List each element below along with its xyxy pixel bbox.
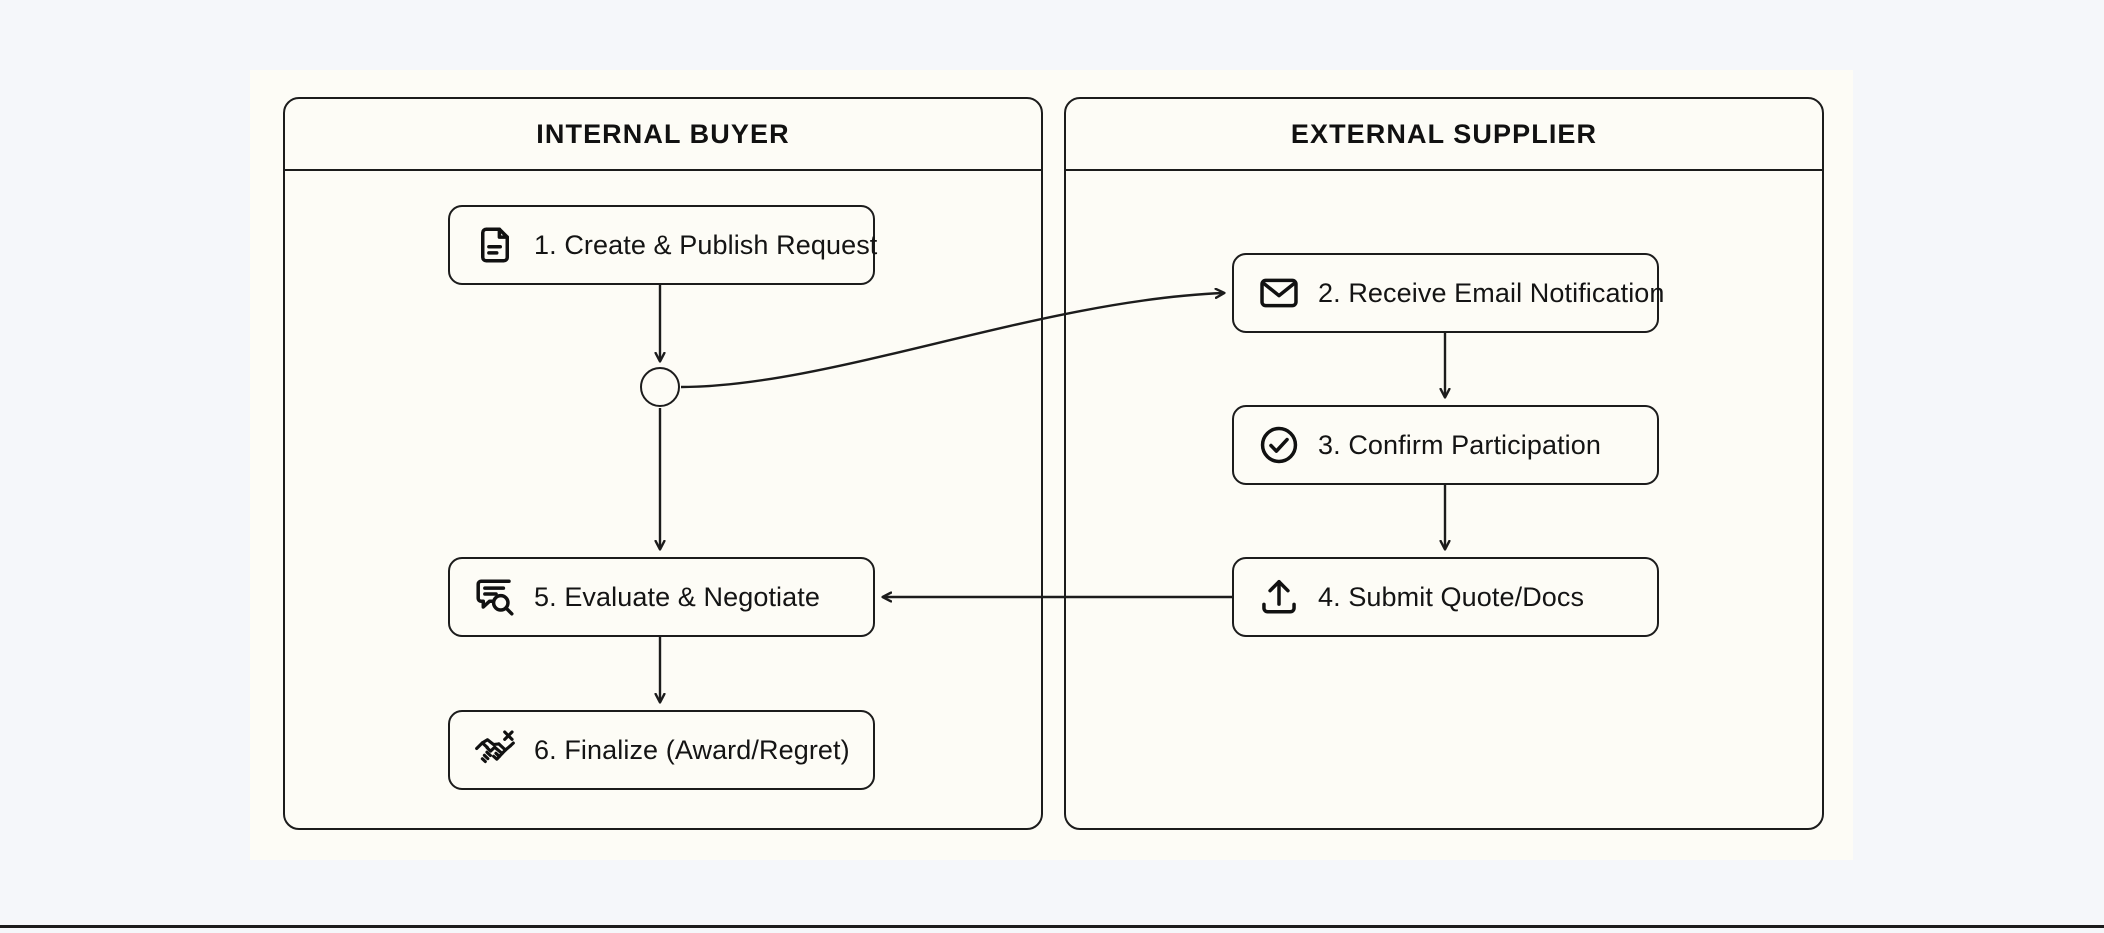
process-node-evaluate-negotiate[interactable]: 5. Evaluate & Negotiate bbox=[448, 557, 875, 637]
process-node-finalize-award-regret[interactable]: 6. Finalize (Award/Regret) bbox=[448, 710, 875, 790]
process-node-submit-quote-docs[interactable]: 4. Submit Quote/Docs bbox=[1232, 557, 1659, 637]
process-node-label: 5. Evaluate & Negotiate bbox=[534, 581, 820, 612]
process-node-create-publish-request[interactable]: 1. Create & Publish Request bbox=[448, 205, 878, 285]
swimlane-header-external-supplier: EXTERNAL SUPPLIER bbox=[1066, 99, 1822, 171]
swimlane-title: EXTERNAL SUPPLIER bbox=[1290, 118, 1598, 149]
swimlane-header-internal-buyer: INTERNAL BUYER bbox=[285, 99, 1041, 171]
check-circle-icon bbox=[1256, 422, 1302, 468]
split-junction bbox=[640, 367, 680, 407]
document-icon bbox=[472, 222, 518, 268]
handshake-x-icon bbox=[472, 727, 518, 773]
process-node-receive-email-notification[interactable]: 2. Receive Email Notification bbox=[1232, 253, 1664, 333]
process-node-confirm-participation[interactable]: 3. Confirm Participation bbox=[1232, 405, 1659, 485]
process-node-label: 4. Submit Quote/Docs bbox=[1318, 581, 1585, 612]
process-node-label: 2. Receive Email Notification bbox=[1318, 277, 1665, 308]
process-node-label: 6. Finalize (Award/Regret) bbox=[534, 734, 850, 765]
swimlane-external-supplier: EXTERNAL SUPPLIER bbox=[1064, 97, 1824, 830]
process-node-label: 3. Confirm Participation bbox=[1318, 429, 1602, 460]
upload-icon bbox=[1256, 574, 1302, 620]
process-node-label: 1. Create & Publish Request bbox=[534, 229, 878, 260]
envelope-icon bbox=[1256, 270, 1302, 316]
bottom-divider bbox=[0, 925, 2104, 928]
chat-search-icon bbox=[472, 574, 518, 620]
swimlane-title: INTERNAL BUYER bbox=[536, 118, 790, 149]
